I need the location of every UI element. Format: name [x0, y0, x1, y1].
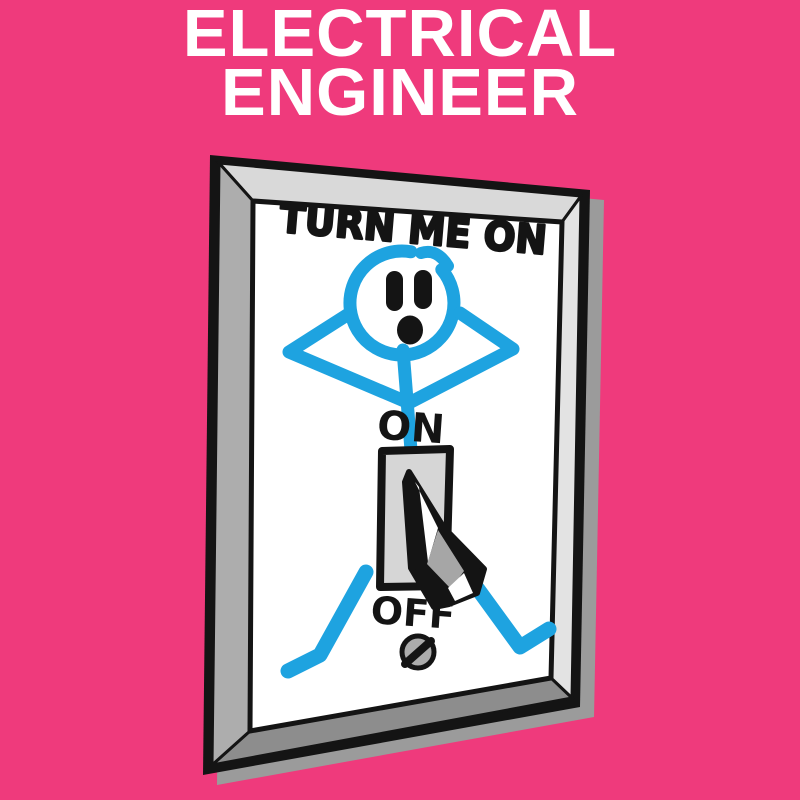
switch-toggle	[402, 469, 487, 610]
on-label: ON	[376, 403, 447, 454]
toggle-highlight-facet	[415, 482, 438, 562]
stick-figure-body	[396, 343, 418, 457]
toggle-tip-facet	[448, 573, 473, 601]
stick-figure-right-leg	[464, 573, 557, 655]
right-eye	[414, 270, 432, 309]
stick-figure-left-leg	[280, 564, 374, 679]
stick-figure-head	[343, 244, 461, 362]
stick-figure-right-arm	[402, 306, 520, 410]
title-line-2: ENGINEER	[221, 55, 579, 130]
page-title: ELECTRICAL ENGINEER	[0, 0, 800, 130]
stick-figure-head-flick	[415, 245, 454, 272]
title-line-1: ELECTRICAL	[182, 0, 618, 71]
plate-bevel-left	[210, 159, 255, 769]
toggle-side-facet	[427, 530, 464, 589]
mouth	[397, 315, 423, 345]
left-eye	[386, 271, 403, 311]
stick-figure-left-arm	[282, 308, 416, 410]
screw	[399, 633, 437, 671]
stick-figure	[280, 244, 557, 679]
screw-slot	[401, 637, 435, 668]
